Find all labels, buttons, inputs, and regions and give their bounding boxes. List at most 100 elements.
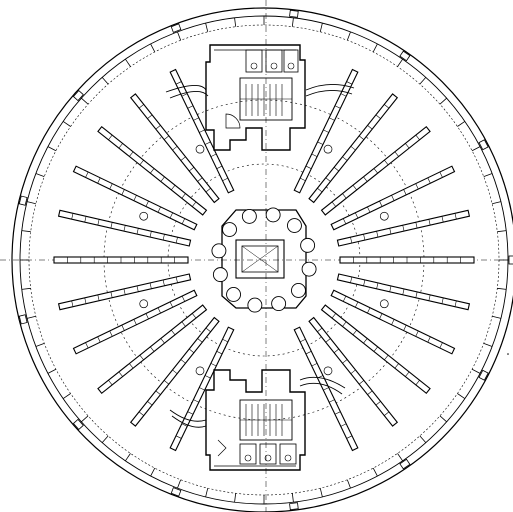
facade-mullion <box>81 97 89 105</box>
desk-divider <box>317 327 323 333</box>
desk-divider <box>172 146 178 151</box>
desk-divider <box>346 81 353 85</box>
desk-divider <box>391 319 395 325</box>
desk-divider <box>389 228 392 235</box>
desk-divider <box>139 354 144 361</box>
desk-divider <box>342 359 348 364</box>
desk-divider <box>181 218 186 225</box>
facade-mullion <box>439 97 447 105</box>
desk-divider <box>145 313 149 320</box>
desk-divider <box>97 177 101 184</box>
ring-markers <box>139 144 389 376</box>
core-room <box>301 261 317 277</box>
desk-divider <box>350 237 353 244</box>
desk-divider <box>350 276 353 283</box>
desk-divider <box>133 319 137 325</box>
desk-divider <box>85 171 89 178</box>
facade-column <box>72 418 84 431</box>
desk-divider <box>205 327 211 333</box>
desk-divider <box>85 342 89 349</box>
facade-mullion <box>471 146 481 152</box>
facade-mullion <box>492 201 502 205</box>
desk-divider <box>181 321 186 327</box>
desk-divider <box>342 321 347 327</box>
desk-divider <box>367 125 373 130</box>
facade-mullion <box>372 43 378 53</box>
desk-divider <box>323 387 329 391</box>
facade-column <box>399 458 411 470</box>
desk-divider <box>350 369 356 374</box>
desk-row <box>330 289 456 355</box>
desk-divider <box>439 171 443 178</box>
ring-marker <box>379 299 389 309</box>
desk-divider <box>352 329 357 335</box>
facade-mullion <box>205 22 209 32</box>
facade-column <box>478 139 489 151</box>
desk-divider <box>138 104 144 109</box>
facade-mullion <box>26 201 36 205</box>
desk-divider <box>71 300 74 307</box>
desk-divider <box>427 177 431 184</box>
desk-divider <box>118 143 123 149</box>
desk-divider <box>325 338 331 343</box>
desk-row <box>169 326 235 452</box>
desk-divider <box>193 399 199 403</box>
desk-divider <box>155 390 161 395</box>
desk-divider <box>118 371 123 377</box>
desk-divider <box>325 177 331 182</box>
desk-row <box>129 316 220 427</box>
desk-divider <box>149 231 152 238</box>
desk-divider <box>97 294 100 301</box>
desk-divider <box>187 105 194 109</box>
desk-row <box>293 68 359 194</box>
desk-divider <box>175 237 178 244</box>
desk-divider <box>180 156 186 161</box>
facade-mullion <box>397 453 403 462</box>
desk-row <box>72 165 198 231</box>
desk-divider <box>169 301 173 308</box>
desk-divider <box>222 338 229 343</box>
desk-divider <box>389 285 392 292</box>
desk-divider <box>204 141 211 145</box>
facade-column <box>289 9 299 18</box>
facade-mullion <box>21 230 31 233</box>
core-rooms <box>211 207 317 313</box>
desk-divider <box>441 297 444 304</box>
desk-divider <box>402 225 405 232</box>
desk-divider <box>299 177 306 182</box>
desk-divider <box>331 201 337 207</box>
desk-divider <box>352 185 357 191</box>
desk-divider <box>373 168 378 174</box>
ring-marker <box>323 144 333 154</box>
desk-divider <box>172 369 178 374</box>
facade-mullion <box>346 31 351 41</box>
desk-divider <box>138 411 144 416</box>
desk-divider <box>415 330 419 337</box>
facade-mullion <box>81 415 89 423</box>
desk-divider <box>197 177 203 182</box>
desk-divider <box>147 401 153 406</box>
facade-mullion <box>47 146 57 152</box>
desk-divider <box>139 159 144 166</box>
north-stair-core <box>165 44 355 151</box>
desk-row <box>97 125 208 216</box>
desk-divider <box>405 143 410 149</box>
desk-divider <box>403 325 407 331</box>
facade-mullion <box>346 479 351 489</box>
desk-divider <box>97 336 101 343</box>
desk-divider <box>163 135 170 140</box>
desk-divider <box>187 411 194 415</box>
facade-mullion <box>497 230 507 233</box>
desk-divider <box>160 338 165 344</box>
desk-divider <box>123 225 126 232</box>
desk-divider <box>199 387 205 391</box>
desk-divider <box>129 151 134 157</box>
facade-column <box>508 255 513 265</box>
facade-column <box>289 502 299 511</box>
desk-row <box>53 256 189 264</box>
facade-mullion <box>150 43 156 53</box>
facade-mullion <box>457 121 466 127</box>
desk-divider <box>346 435 353 439</box>
desk-divider <box>394 151 399 157</box>
